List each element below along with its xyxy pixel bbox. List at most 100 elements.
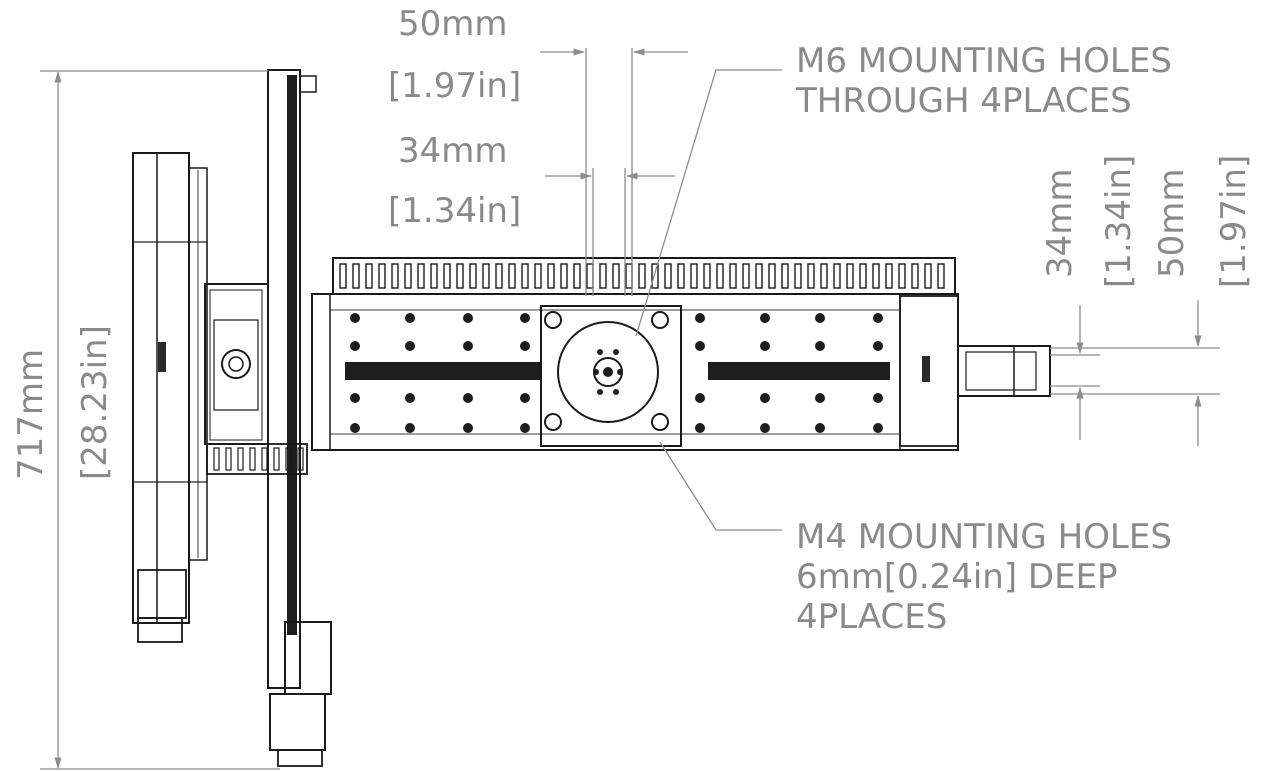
- mounting-hole: [760, 423, 770, 433]
- mounting-hole: [520, 393, 530, 403]
- rack-tooth: [482, 263, 490, 289]
- mounting-hole: [597, 349, 603, 355]
- rack-tooth: [297, 447, 304, 471]
- rack-tooth: [285, 447, 292, 471]
- rack-tooth: [937, 263, 945, 289]
- rack-tooth: [430, 263, 438, 289]
- mounting-hole: [463, 341, 473, 351]
- mounting-hole: [695, 313, 705, 323]
- mounting-hole: [520, 313, 530, 323]
- rack-tooth: [664, 263, 672, 289]
- right-outer-mm: 50mm: [1152, 168, 1192, 278]
- mounting-hole: [405, 341, 415, 351]
- mounting-hole: [815, 341, 825, 351]
- rack-tooth: [404, 263, 412, 289]
- m4-callout-line1: M4 MOUNTING HOLES: [796, 517, 1172, 557]
- rack-tooth: [391, 263, 399, 289]
- mounting-hole: [695, 393, 705, 403]
- rack-tooth: [273, 447, 280, 471]
- top-outer-dimension: 50mm [1.97in]: [388, 4, 688, 296]
- rack-tooth: [885, 263, 893, 289]
- right-outer-dimension: 50mm [1.97in]: [1050, 155, 1254, 446]
- m6-callout-line1: M6 MOUNTING HOLES: [796, 41, 1172, 81]
- rack-tooth: [456, 263, 464, 289]
- top-inner-mm: 34mm: [398, 131, 508, 171]
- top-inner-dimension: 34mm [1.34in]: [388, 131, 675, 296]
- right-inner-dimension: 34mm [1.34in]: [1040, 155, 1139, 440]
- mounting-hole: [405, 393, 415, 403]
- rack-tooth: [237, 447, 244, 471]
- rack-tooth: [755, 263, 763, 289]
- rack-tooth: [911, 263, 919, 289]
- mounting-hole: [350, 393, 360, 403]
- rack-tooth: [898, 263, 906, 289]
- rack-tooth: [729, 263, 737, 289]
- rack-tooth: [742, 263, 750, 289]
- rack-tooth: [599, 263, 607, 289]
- mounting-hole: [760, 393, 770, 403]
- top-inner-in: [1.34in]: [388, 191, 521, 231]
- rack-tooth: [534, 263, 542, 289]
- mounting-hole: [815, 313, 825, 323]
- rack-tooth: [586, 263, 594, 289]
- right-inner-in: [1.34in]: [1099, 155, 1139, 288]
- rack-tooth: [924, 263, 932, 289]
- rack-tooth: [443, 263, 451, 289]
- rack-tooth: [820, 263, 828, 289]
- right-outer-in: [1.97in]: [1214, 155, 1254, 288]
- m4-callout: M4 MOUNTING HOLES 6mm[0.24in] DEEP 4PLAC…: [659, 441, 1172, 637]
- mounting-hole: [350, 341, 360, 351]
- mounting-holes: [350, 313, 883, 433]
- mounting-hole: [405, 313, 415, 323]
- overall-height-in: [28.23in]: [75, 325, 115, 480]
- rack-tooth: [781, 263, 789, 289]
- mounting-hole: [593, 369, 599, 375]
- rack-tooth: [638, 263, 646, 289]
- rack-tooth: [651, 263, 659, 289]
- mounting-hole: [815, 393, 825, 403]
- mounting-hole: [815, 423, 825, 433]
- mounting-hole: [760, 313, 770, 323]
- rack-tooth: [716, 263, 724, 289]
- mounting-hole: [520, 423, 530, 433]
- mounting-hole: [873, 313, 883, 323]
- rack-tooth: [846, 263, 854, 289]
- mounting-hole: [350, 313, 360, 323]
- rack-tooth: [794, 263, 802, 289]
- rack-tooth: [859, 263, 867, 289]
- mounting-hole: [617, 369, 623, 375]
- horizontal-stage: [311, 257, 1051, 451]
- m6-callout: M6 MOUNTING HOLES THROUGH 4PLACES: [635, 41, 1172, 337]
- rack-tooth: [365, 263, 373, 289]
- mounting-hole: [873, 341, 883, 351]
- rack-tooth: [495, 263, 503, 289]
- m4-callout-line2: 6mm[0.24in] DEEP: [796, 557, 1118, 597]
- mounting-hole: [405, 423, 415, 433]
- top-outer-in: [1.97in]: [388, 66, 521, 106]
- m4-callout-line3: 4PLACES: [796, 597, 947, 637]
- rack-tooth: [560, 263, 568, 289]
- vertical-rail: [204, 69, 332, 767]
- rack-tooth: [612, 263, 620, 289]
- rack-tooth: [703, 263, 711, 289]
- rack-tooth: [469, 263, 477, 289]
- overall-height-dimension: 717mm [28.23in]: [11, 70, 280, 770]
- mounting-hole: [520, 341, 530, 351]
- rack-tooth: [261, 447, 268, 471]
- rack-tooth: [249, 447, 256, 471]
- mounting-hole: [873, 393, 883, 403]
- rack-tooth: [690, 263, 698, 289]
- rack-tooth: [225, 447, 232, 471]
- mounting-hole: [873, 423, 883, 433]
- rack-tooth: [417, 263, 425, 289]
- mounting-hole: [760, 341, 770, 351]
- m6-callout-line2: THROUGH 4PLACES: [795, 81, 1132, 121]
- rack-tooth: [625, 263, 633, 289]
- right-inner-mm: 34mm: [1040, 168, 1080, 278]
- mounting-hole: [463, 393, 473, 403]
- rack-tooth: [768, 263, 776, 289]
- mounting-hole: [695, 341, 705, 351]
- left-stage-plate: [132, 152, 208, 643]
- rack-tooth: [339, 263, 347, 289]
